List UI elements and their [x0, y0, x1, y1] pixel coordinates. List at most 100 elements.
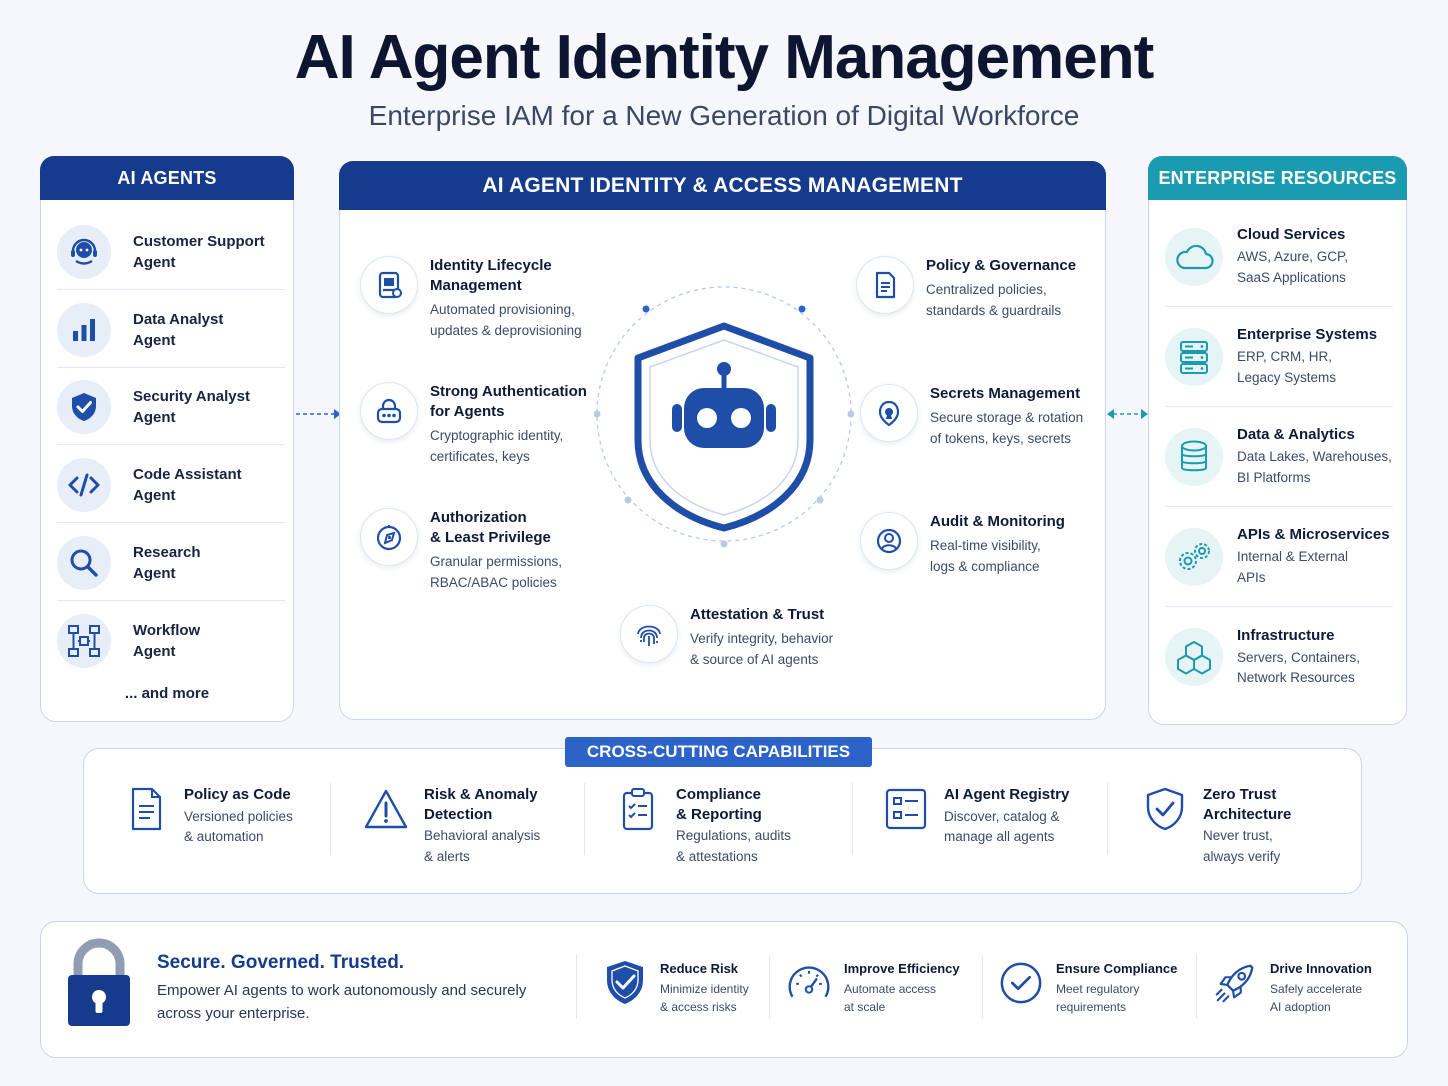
feature-audit-monitoring[interactable]: Audit & Monitoring Real-time visibility,… [860, 512, 1065, 577]
feature-policy-governance[interactable]: Policy & Governance Centralized policies… [856, 256, 1076, 321]
agent-customer-support[interactable]: Customer Support Agent [57, 214, 285, 290]
id-badge-icon [360, 256, 418, 314]
feature-title: Audit & Monitoring [930, 513, 1065, 530]
headset-icon [57, 224, 111, 279]
resource-title: Infrastructure [1237, 626, 1335, 644]
feature-attestation-trust[interactable]: Attestation & Trust Verify integrity, be… [620, 605, 833, 670]
agent-label: Code Assistant Agent [133, 465, 242, 504]
benefit-desc: Meet regulatory requirements [1056, 982, 1140, 1014]
feature-title: Attestation & Trust [690, 606, 825, 623]
banner-divider [982, 955, 983, 1019]
agent-label: Data Analyst Agent [133, 310, 224, 349]
resource-title: Data & Analytics [1237, 426, 1355, 443]
resource-title: APIs & Microservices [1237, 526, 1390, 543]
capability-zero-trust[interactable]: Zero Trust Architecture Never trust, alw… [1141, 785, 1291, 867]
resource-apis-microservices[interactable]: APIs & Microservices Internal & External… [1165, 507, 1393, 607]
database-icon [1165, 427, 1223, 486]
warning-icon [362, 785, 410, 833]
agent-data-analyst[interactable]: Data Analyst Agent [57, 292, 285, 368]
cloud-icon [1165, 227, 1223, 286]
document-icon [856, 256, 914, 314]
resource-desc: AWS, Azure, GCP, SaaS Applications [1237, 249, 1349, 285]
banner-divider [769, 955, 770, 1019]
user-search-icon [860, 512, 918, 570]
resource-cloud-services[interactable]: Cloud Services AWS, Azure, GCP, SaaS App… [1165, 207, 1393, 307]
capability-title: Zero Trust Architecture [1203, 786, 1292, 823]
lock-shield-icon [860, 384, 918, 442]
agent-workflow[interactable]: Workflow Agent [57, 603, 285, 679]
banner-divider [576, 955, 577, 1019]
feature-secrets-management[interactable]: Secrets Management Secure storage & rota… [860, 384, 1083, 449]
resource-title: Enterprise Systems [1237, 326, 1378, 343]
resource-desc: ERP, CRM, HR, Legacy Systems [1237, 349, 1337, 385]
gears-icon [1165, 527, 1223, 586]
capability-title: Compliance & Reporting [676, 786, 762, 823]
capability-desc: Regulations, audits & attestations [676, 828, 791, 864]
robot-shield-icon [594, 286, 854, 548]
value-banner [40, 921, 1408, 1058]
resource-enterprise-systems[interactable]: Enterprise Systems ERP, CRM, HR, Legacy … [1165, 307, 1393, 407]
capability-divider [330, 783, 331, 855]
benefit-title: Reduce Risk [660, 961, 739, 976]
iam-heading: AI AGENT IDENTITY & ACCESS MANAGEMENT [339, 161, 1106, 210]
feature-desc: Centralized policies, standards & guardr… [926, 282, 1062, 318]
feature-title: Policy & Governance [926, 257, 1077, 274]
benefit-desc: Safely accelerate AI adoption [1270, 982, 1363, 1014]
resource-desc: Data Lakes, Warehouses, BI Platforms [1237, 449, 1392, 485]
agent-label: Security Analyst Agent [133, 387, 250, 426]
benefit-desc: Minimize identity & access risks [660, 982, 749, 1014]
capability-divider [584, 783, 585, 855]
banner-title: Secure. Governed. Trusted. [157, 952, 405, 973]
capability-divider [1107, 783, 1108, 855]
agent-security-analyst[interactable]: Security Analyst Agent [57, 369, 285, 445]
capability-agent-registry[interactable]: AI Agent Registry Discover, catalog & ma… [882, 785, 1069, 848]
cubes-icon [1165, 628, 1223, 686]
capability-title: AI Agent Registry [944, 786, 1070, 803]
zero-trust-shield-icon [1141, 785, 1189, 833]
feature-desc: Real-time visibility, logs & compliance [930, 538, 1041, 574]
agent-code-assistant[interactable]: Code Assistant Agent [57, 447, 285, 523]
feature-title: Authorization & Least Privilege [430, 509, 551, 546]
feature-desc: Verify integrity, behavior & source of A… [690, 631, 834, 667]
capability-desc: Versioned policies & automation [184, 808, 293, 845]
ai-agents-heading: AI AGENTS [40, 156, 294, 200]
capability-desc: Never trust, always verify [1203, 828, 1281, 864]
benefit-reduce-risk[interactable]: Reduce Risk Minimize identity & access r… [602, 960, 749, 1016]
registry-icon [882, 785, 930, 833]
shield-check-icon [57, 379, 111, 434]
clipboard-icon [614, 785, 662, 833]
benefit-improve-efficiency[interactable]: Improve Efficiency Automate access at sc… [786, 960, 960, 1016]
benefit-title: Improve Efficiency [844, 961, 960, 976]
ai-agents-panel: AI AGENTS Customer Support Agent Data An… [40, 156, 294, 722]
agent-research[interactable]: Research Agent [57, 525, 285, 601]
password-icon [360, 382, 418, 440]
cross-cutting-panel [83, 748, 1362, 894]
capability-title: Risk & Anomaly Detection [424, 786, 538, 823]
resource-desc: Servers, Containers, Network Resources [1237, 649, 1361, 686]
server-icon [1165, 327, 1223, 386]
feature-title: Strong Authentication for Agents [430, 383, 587, 420]
resource-data-analytics[interactable]: Data & Analytics Data Lakes, Warehouses,… [1165, 407, 1393, 507]
capability-divider [852, 783, 853, 855]
capability-risk-anomaly[interactable]: Risk & Anomaly Detection Behavioral anal… [362, 785, 540, 867]
agent-label: Customer Support Agent [133, 232, 265, 271]
capability-compliance-reporting[interactable]: Compliance & Reporting Regulations, audi… [614, 785, 791, 867]
benefit-desc: Automate access at scale [844, 982, 937, 1014]
feature-title: Identity Lifecycle Management [430, 257, 552, 294]
benefit-ensure-compliance[interactable]: Ensure Compliance Meet regulatory requir… [998, 960, 1177, 1016]
padlock-icon [68, 938, 130, 1026]
resource-infrastructure[interactable]: Infrastructure Servers, Containers, Netw… [1165, 607, 1393, 707]
capability-desc: Behavioral analysis & alerts [424, 828, 541, 864]
feature-strong-authentication[interactable]: Strong Authentication for Agents Cryptog… [360, 382, 587, 467]
capability-policy-as-code[interactable]: Policy as Code Versioned policies & auto… [122, 785, 293, 848]
feature-identity-lifecycle[interactable]: Identity Lifecycle Management Automated … [360, 256, 582, 341]
resource-desc: Internal & External APIs [1237, 549, 1349, 585]
enterprise-resources-panel: ENTERPRISE RESOURCES Cloud Services AWS,… [1148, 156, 1407, 725]
feature-desc: Automated provisioning, updates & deprov… [430, 302, 582, 338]
feature-authorization[interactable]: Authorization & Least Privilege Granular… [360, 508, 562, 593]
feature-desc: Secure storage & rotation of tokens, key… [930, 410, 1084, 446]
bar-chart-icon [57, 302, 111, 357]
more-agents-label: ... and more [124, 685, 210, 702]
benefit-drive-innovation[interactable]: Drive Innovation Safely accelerate AI ad… [1212, 960, 1372, 1016]
magnifier-icon [57, 535, 111, 590]
